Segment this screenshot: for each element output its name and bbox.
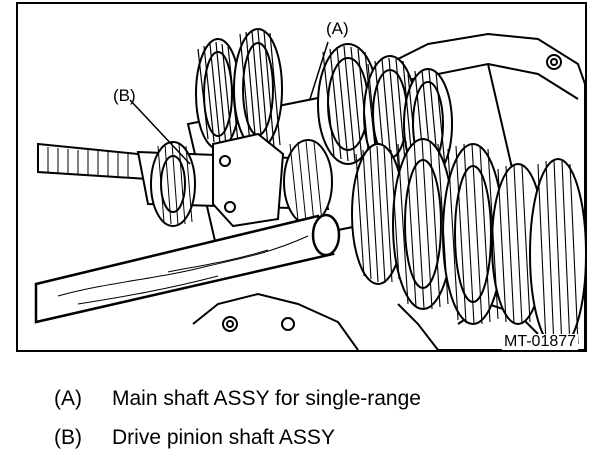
drive-pinion-shaft [37, 132, 333, 228]
pinion-shaft-splines [47, 140, 323, 226]
legend-text-a: Main shaft ASSY for single-range [112, 387, 421, 410]
legend-key-a: (A) [54, 387, 82, 410]
leader-lines [129, 41, 329, 165]
main-shaft-gears [195, 28, 453, 180]
pry-bar-grain [57, 235, 309, 305]
gear-teeth [197, 29, 447, 180]
legend-item-b: (B) Drive pinion shaft ASSY [54, 427, 335, 448]
illustration-frame: (A) (B) MT-01877 [16, 2, 587, 352]
callout-label-a: (A) [326, 19, 349, 38]
transmission-illustration [34, 28, 585, 350]
counter-gear-teeth [355, 138, 579, 349]
legend-key-b: (B) [54, 426, 82, 449]
legend-item-a: (A) Main shaft ASSY for single-range [54, 388, 421, 409]
figure-code: MT-01877 [502, 333, 579, 350]
callout-label-b: (B) [113, 86, 136, 105]
legend-text-b: Drive pinion shaft ASSY [112, 426, 335, 449]
